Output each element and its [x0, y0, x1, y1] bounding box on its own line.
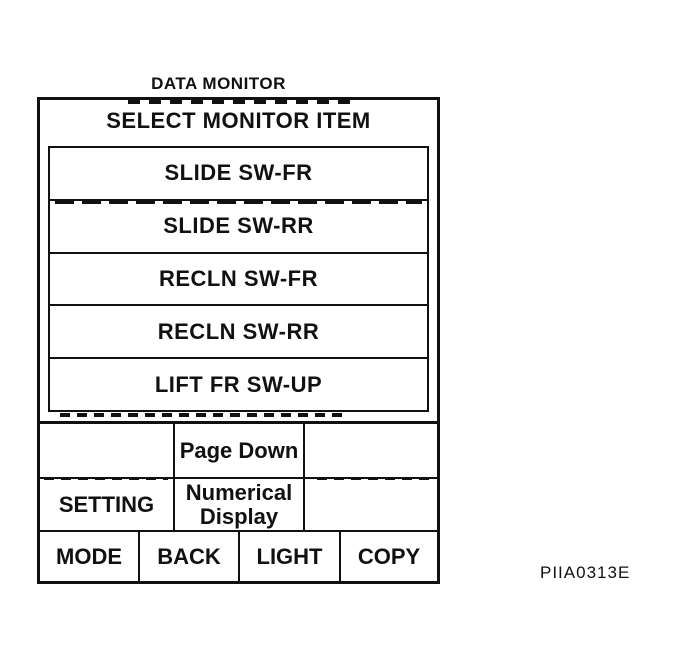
- page-down-button[interactable]: Page Down: [173, 424, 305, 477]
- fn-cell-empty: [305, 424, 437, 477]
- monitor-item[interactable]: SLIDE SW-RR: [50, 198, 427, 252]
- scan-artifact: [55, 200, 422, 204]
- fn-row-2: SETTING Numerical Display: [40, 477, 437, 530]
- numerical-display-button[interactable]: Numerical Display: [173, 479, 305, 530]
- figure-label: PIIA0313E: [540, 563, 631, 582]
- scan-artifact: [317, 477, 435, 480]
- mode-button[interactable]: MODE: [56, 543, 122, 569]
- monitor-item[interactable]: SLIDE SW-FR: [164, 160, 313, 186]
- fn-row-3: MODE BACK LIGHT COPY: [40, 530, 437, 581]
- scan-artifact: [44, 477, 168, 480]
- monitor-item[interactable]: RECLN SW-FR: [50, 251, 427, 305]
- scan-artifact: [128, 98, 354, 104]
- setting-button[interactable]: SETTING: [58, 491, 155, 517]
- fn-row-1: Page Down: [40, 424, 437, 477]
- copy-button[interactable]: COPY: [339, 532, 437, 581]
- function-key-grid: Page Down SETTING Numerical Display MODE…: [37, 421, 440, 584]
- page-title: DATA MONITOR: [151, 74, 286, 93]
- monitor-item[interactable]: LIFT FR SW-UP: [50, 357, 427, 410]
- scan-artifact: [60, 413, 348, 417]
- fn-cell-empty: [305, 479, 437, 530]
- monitor-item-list: SLIDE SW-FR SLIDE SW-RR RECLN SW-FR RECL…: [48, 146, 429, 412]
- monitor-item[interactable]: RECLN SW-RR: [50, 304, 427, 357]
- back-button[interactable]: BACK: [138, 532, 238, 581]
- light-button[interactable]: LIGHT: [238, 532, 339, 581]
- select-monitor-header: SELECT MONITOR ITEM: [106, 108, 371, 133]
- data-monitor-screen: SELECT MONITOR ITEM SLIDE SW-FR SLIDE SW…: [37, 97, 440, 584]
- fn-cell-empty: [40, 424, 173, 477]
